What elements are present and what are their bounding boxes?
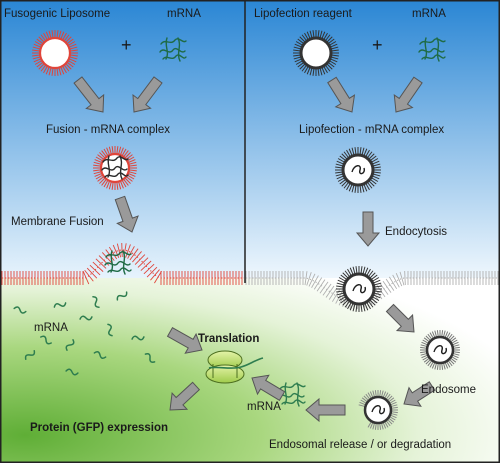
mrna-strands bbox=[13, 37, 448, 415]
lipid-vesicles bbox=[32, 30, 460, 430]
cytoplasm-mrna-strand bbox=[40, 335, 52, 345]
cytoplasm-mrna-label: mRNA bbox=[34, 322, 68, 334]
encapsulated-mrna bbox=[351, 165, 366, 175]
arrow-complex-to-endocytosis bbox=[355, 211, 381, 247]
arrow-translation-to-protein bbox=[169, 381, 201, 411]
arrow-rna-to-lipocomplex bbox=[393, 76, 423, 113]
cytoplasm-mrna-strand bbox=[144, 353, 156, 363]
endosome-label: Endosome bbox=[421, 384, 476, 396]
translation-label: Translation bbox=[198, 333, 260, 345]
fusion-complex-mrna bbox=[101, 155, 129, 180]
cytoplasm-mrna-strand bbox=[79, 315, 93, 321]
endosomal-release-label: Endosomal release / or degradation bbox=[269, 439, 452, 451]
cell-cytoplasm bbox=[0, 278, 500, 463]
cytoplasm-mrna-strand bbox=[13, 306, 27, 314]
arrow-mrna-to-complex bbox=[132, 76, 163, 113]
right-mrna-label: mRNA bbox=[412, 8, 446, 20]
cytoplasm-mrna-strand bbox=[24, 350, 36, 360]
encapsulated-mrna bbox=[371, 405, 386, 415]
lipofection-complex-vesicle bbox=[335, 147, 381, 193]
cytoplasm-mrna-strand bbox=[65, 368, 79, 376]
cytoplasm-mrna-strand bbox=[92, 296, 100, 308]
fusogenic-liposome-label: Fusogenic Liposome bbox=[4, 8, 111, 20]
arrow-complex-to-fusion bbox=[114, 195, 139, 233]
releasing-endosome-vesicle bbox=[358, 390, 398, 430]
arrow-release-to-mrna bbox=[305, 397, 346, 423]
cytoplasm-mrna-strand bbox=[116, 291, 128, 301]
lipofection-reagent-vesicle bbox=[293, 30, 339, 76]
endocytosed-vesicle bbox=[336, 266, 382, 312]
lipofection-reagent-label: Lipofection reagent bbox=[254, 8, 352, 20]
process-arrows bbox=[73, 76, 436, 423]
endosome-vesicle bbox=[420, 330, 460, 370]
cytoplasm-mrna-strand bbox=[53, 302, 67, 308]
cytoplasm-mrna-strand bbox=[65, 339, 75, 351]
arrow-released-mrna-to-ribosome bbox=[251, 374, 286, 401]
cytoplasm-mrna-strand bbox=[131, 335, 145, 341]
right-plus-sign: + bbox=[372, 35, 383, 55]
fusion-complex-label: Fusion - mRNA complex bbox=[46, 124, 170, 136]
ribosome-icon bbox=[205, 350, 264, 384]
protein-expression-label: Protein (GFP) expression bbox=[30, 422, 169, 434]
cell-membrane bbox=[1, 242, 499, 309]
cytoplasm-mrna-strand bbox=[107, 323, 113, 337]
arrow-mrna-to-translation bbox=[166, 326, 203, 354]
encapsulated-mrna bbox=[352, 284, 367, 294]
arrow-to-endosome bbox=[385, 303, 415, 333]
arrow-endosome-to-release bbox=[403, 381, 436, 407]
fusogenic-membrane-segment bbox=[1, 242, 244, 285]
fusing-mrna bbox=[104, 250, 132, 275]
encapsulated-mrna bbox=[433, 345, 448, 355]
membrane-fusion-label: Membrane Fusion bbox=[11, 216, 104, 228]
arrow-liposome-to-complex bbox=[73, 76, 105, 113]
released-mrna-label: mRNA bbox=[247, 401, 281, 413]
endocytosis-label: Endocytosis bbox=[385, 226, 448, 238]
cytoplasm-mrna-strand bbox=[93, 350, 107, 360]
left-mrna-label: mRNA bbox=[167, 8, 201, 20]
lipofection-complex-label: Lipofection - mRNA complex bbox=[299, 124, 445, 136]
released-mrna bbox=[278, 382, 306, 407]
arrow-reagent-to-complex bbox=[327, 76, 356, 113]
left-plus-sign: + bbox=[121, 35, 132, 55]
left-mrna-tangle bbox=[159, 37, 187, 62]
right-mrna-tangle bbox=[418, 37, 446, 62]
fusogenic-liposome bbox=[32, 30, 78, 76]
plain-membrane-segment bbox=[245, 270, 499, 309]
